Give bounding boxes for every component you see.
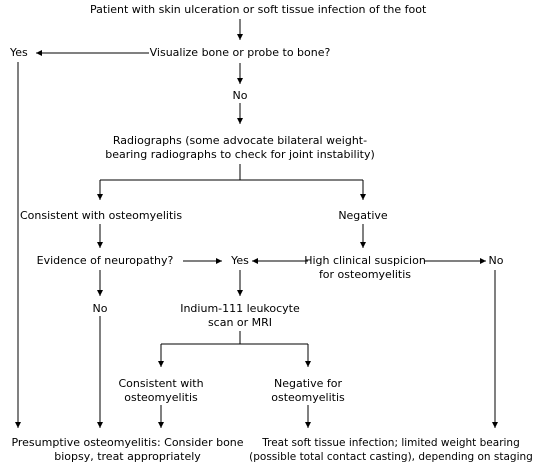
consistent2-line-1: Consistent with: [118, 377, 204, 390]
no-probe-label: No: [232, 89, 248, 102]
radiographs-line-2: bearing radiographs to check for joint i…: [105, 148, 375, 161]
presumptive-line-1: Presumptive osteomyelitis: Consider bone: [11, 436, 244, 449]
consistent-node: Consistent with osteomyelitis: [20, 209, 183, 222]
treat-line-1: Treat soft tissue infection; limited wei…: [262, 437, 520, 449]
radiographs-line-1: Radiographs (some advocate bilateral wei…: [112, 134, 368, 147]
negative2-line-1: Negative for: [274, 377, 342, 390]
indium-node: Indium-111 leukocyte scan or MRI: [175, 302, 305, 330]
indium-line-2: scan or MRI: [207, 316, 273, 329]
neuropathy-question: Evidence of neuropathy?: [36, 254, 174, 267]
yes-probe-label: Yes: [10, 46, 28, 59]
presumptive-node: Presumptive osteomyelitis: Consider bone…: [0, 436, 255, 464]
suspicion-line-2: for osteomyelitis: [318, 268, 412, 281]
negative2-line-2: osteomyelitis: [271, 391, 345, 404]
treat-line-2: (possible total contact casting), depend…: [249, 451, 533, 463]
start-node: Patient with skin ulceration or soft tis…: [90, 3, 427, 16]
consistent2-line-2: osteomyelitis: [124, 391, 198, 404]
negative2-node: Negative for osteomyelitis: [258, 377, 358, 405]
no-right-label: No: [488, 254, 504, 267]
suspicion-node: High clinical suspicion for osteomyeliti…: [300, 254, 430, 282]
no-neuropathy-label: No: [92, 302, 108, 315]
treat-node: Treat soft tissue infection; limited wei…: [238, 436, 544, 464]
radiographs-node: Radiographs (some advocate bilateral wei…: [90, 134, 390, 162]
presumptive-line-2: biopsy, treat appropriately: [54, 450, 201, 463]
consistent2-node: Consistent with osteomyelitis: [106, 377, 216, 405]
suspicion-line-1: High clinical suspicion: [304, 254, 426, 267]
indium-line-1: Indium-111 leukocyte: [180, 302, 300, 315]
negative-node: Negative: [338, 209, 388, 222]
probe-question: Visualize bone or probe to bone?: [149, 46, 331, 59]
yes-mid-label: Yes: [231, 254, 249, 267]
